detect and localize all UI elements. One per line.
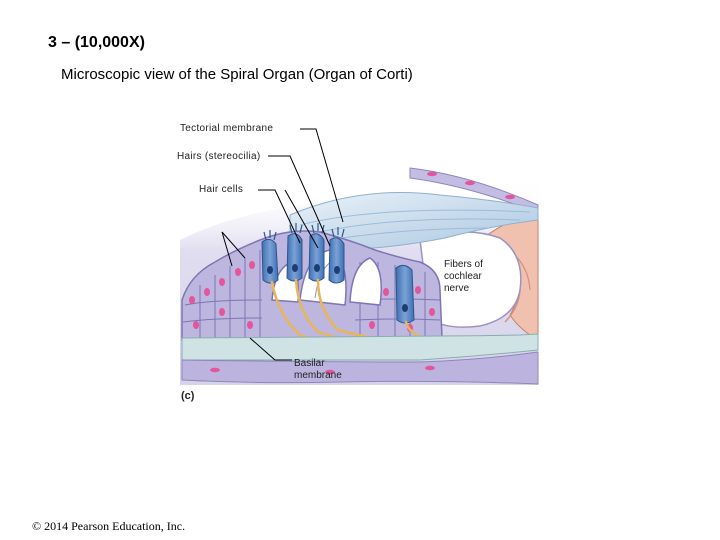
label-tectorial-membrane: Tectorial membrane xyxy=(180,123,273,134)
copyright-notice: © 2014 Pearson Education, Inc. xyxy=(32,519,185,534)
label-hair-cells: Hair cells xyxy=(199,184,243,195)
panel-label: (c) xyxy=(181,390,194,402)
label-fibers-cochlear-nerve: Fibers of cochlear nerve xyxy=(444,259,483,295)
label-basilar-membrane: Basilar membrane xyxy=(294,358,342,382)
label-hairs: Hairs (stereocilia) xyxy=(177,151,261,162)
basilar-membrane-shape xyxy=(182,334,538,384)
